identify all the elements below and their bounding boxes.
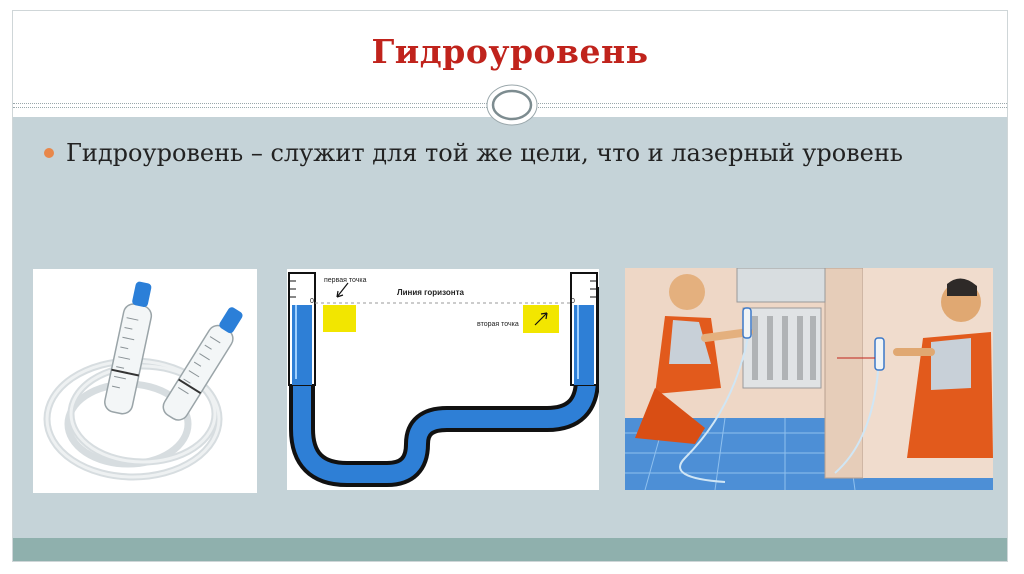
ornament-circle-icon <box>486 84 538 126</box>
second-point-label: вторая точка <box>477 321 519 328</box>
u-tube-diagram: 0 0 первая точка Линия горизонта вторая … <box>288 272 599 487</box>
arrow-second-point-icon <box>534 312 548 326</box>
illustration-workers <box>625 268 993 490</box>
horizon-label: Линия горизонта <box>397 288 465 297</box>
bullet-item: Гидроуровень – служит для той же цели, ч… <box>44 136 984 170</box>
first-point-marker <box>323 305 356 332</box>
bullet-text: Гидроуровень – служит для той же цели, ч… <box>66 139 903 167</box>
water-level-tool-illustration <box>43 281 243 481</box>
workers-illustration <box>625 268 993 490</box>
arrow-first-point-icon <box>336 282 349 298</box>
slide-title: Гидроуровень <box>371 32 649 71</box>
zero-mark-right: 0 <box>571 298 575 305</box>
zero-mark-left: 0 <box>310 298 314 305</box>
bottom-band <box>13 538 1007 561</box>
diagram-u-tube: 0 0 первая точка Линия горизонта вторая … <box>287 269 599 490</box>
first-point-label: первая точка <box>324 277 367 284</box>
bullet-dot-icon <box>44 148 54 158</box>
photo-water-level-tool <box>33 269 257 493</box>
